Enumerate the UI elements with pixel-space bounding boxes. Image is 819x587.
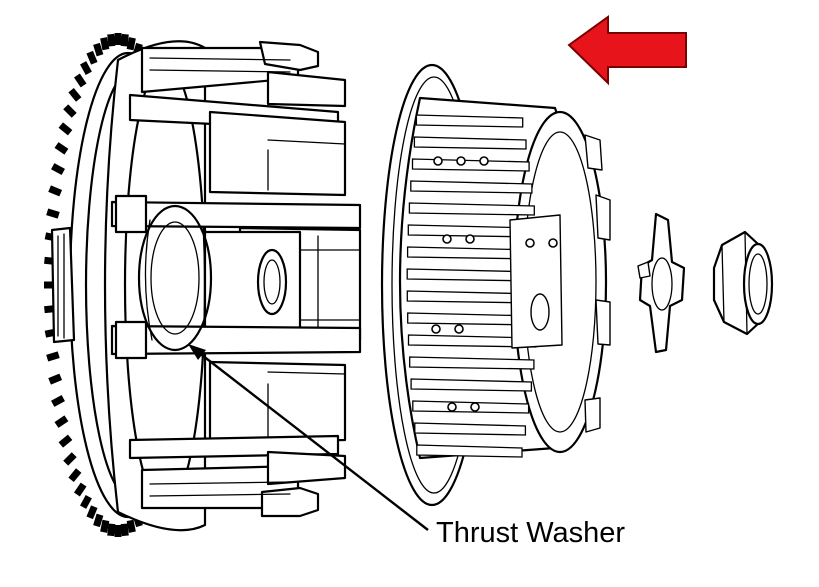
gear-tooth (93, 513, 104, 528)
spline-rib (410, 378, 533, 392)
spline-rib (415, 114, 524, 128)
gear-tooth (107, 523, 116, 537)
basket-fingers (110, 40, 362, 518)
gear-tooth (54, 415, 69, 428)
thrust-washer-label: Thrust Washer (436, 517, 626, 549)
gear-tooth (68, 87, 82, 102)
spline-rib (416, 444, 523, 458)
gear-tooth (120, 523, 129, 537)
spline-rib (410, 180, 533, 194)
red-left-arrow-icon (567, 15, 687, 86)
lock-nut (712, 230, 774, 336)
gear-tooth (68, 468, 82, 483)
spline-rib (414, 422, 527, 436)
rim-tab (584, 134, 603, 171)
gear-tooth (46, 208, 60, 219)
hub-spline-ribs (406, 114, 539, 458)
gear-tooth (58, 122, 73, 136)
hub-inner-hole (530, 293, 550, 331)
gear-tooth (80, 61, 92, 75)
gear-tooth (93, 42, 104, 57)
gear-tooth (54, 142, 69, 155)
callout-leader (188, 344, 429, 531)
gear-tooth (107, 33, 116, 47)
gear-tooth (46, 351, 60, 362)
gear-tooth (48, 373, 63, 385)
gear-tooth (86, 505, 98, 520)
gear-tooth (126, 519, 136, 533)
gear-tooth (120, 33, 129, 47)
thrust-washer (137, 204, 213, 352)
clutch-center-hub (380, 63, 611, 507)
gear-tooth (58, 434, 73, 448)
gear-tooth (86, 50, 98, 65)
clutch-outer-basket (44, 33, 362, 537)
gear-tooth (51, 395, 65, 407)
rim-tab (584, 397, 601, 433)
gear-tooth (63, 452, 77, 466)
primary-gear-teeth (44, 33, 143, 537)
gear-tooth (74, 73, 87, 88)
hub-oil-holes (431, 156, 558, 412)
spline-rib (409, 356, 535, 370)
spline-rib (413, 136, 527, 150)
gear-tooth (63, 104, 77, 118)
gear-tooth (74, 482, 87, 497)
hub-boss (50, 226, 76, 344)
gear-tooth (48, 185, 63, 197)
rim-tab (595, 194, 611, 241)
rim-tab (595, 299, 611, 346)
hub-boss-lines (57, 233, 65, 339)
spline-rib (408, 202, 535, 216)
gear-tooth (126, 37, 136, 51)
basket-back-plate (103, 40, 207, 532)
gear-tooth (51, 163, 65, 175)
gear-tooth (100, 519, 110, 533)
gear-tooth (80, 495, 92, 509)
lock-washer (637, 212, 686, 354)
gear-tooth (100, 37, 110, 51)
